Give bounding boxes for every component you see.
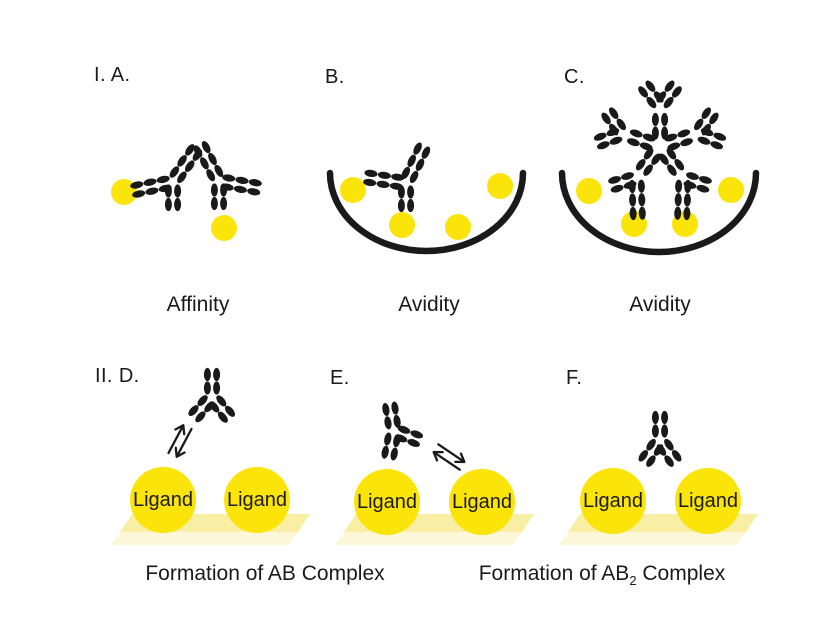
igm-pentamer-icon bbox=[593, 80, 727, 221]
panel-d-label: II. D. bbox=[95, 365, 140, 387]
antibody-icon bbox=[130, 144, 203, 212]
avidity-caption-c: Avidity bbox=[629, 293, 691, 316]
equilibrium-arrows-icon bbox=[167, 424, 193, 458]
panel-f-label: F. bbox=[566, 367, 583, 389]
ligand-label: Ligand bbox=[356, 491, 418, 513]
panel-c-label: C. bbox=[564, 66, 585, 88]
antigen-circles bbox=[111, 173, 744, 241]
ab-complex-caption: Formation of AB Complex bbox=[145, 562, 385, 585]
ligand-label: Ligand bbox=[226, 489, 288, 511]
antibody-icon bbox=[193, 141, 262, 211]
antibody-icon bbox=[381, 401, 424, 461]
ligand-label: Ligand bbox=[582, 490, 644, 512]
ligand-label: Ligand bbox=[677, 490, 739, 512]
panel-a-label: I. A. bbox=[94, 64, 131, 86]
equilibrium-arrows-icon bbox=[432, 443, 466, 471]
panel-b-label: B. bbox=[325, 66, 345, 88]
antibody-icon bbox=[638, 410, 682, 467]
ligand-circles bbox=[130, 467, 741, 535]
avidity-caption-b: Avidity bbox=[398, 293, 460, 316]
ligand-label: Ligand bbox=[132, 489, 194, 511]
ligand-label: Ligand bbox=[451, 491, 513, 513]
ab2-complex-caption: Formation of AB2 Complex bbox=[432, 562, 772, 588]
ab2-caption-prefix: Formation of AB bbox=[478, 562, 630, 585]
panel-e-label: E. bbox=[330, 367, 350, 389]
microwell-bowl bbox=[326, 169, 527, 255]
antibody-icon bbox=[188, 367, 236, 423]
antibody-icon bbox=[363, 142, 431, 213]
ab2-caption-subscript: 2 bbox=[629, 573, 637, 588]
affinity-caption: Affinity bbox=[166, 293, 230, 316]
ab2-caption-suffix: Complex bbox=[636, 562, 726, 585]
microwell-bowl bbox=[558, 169, 760, 256]
